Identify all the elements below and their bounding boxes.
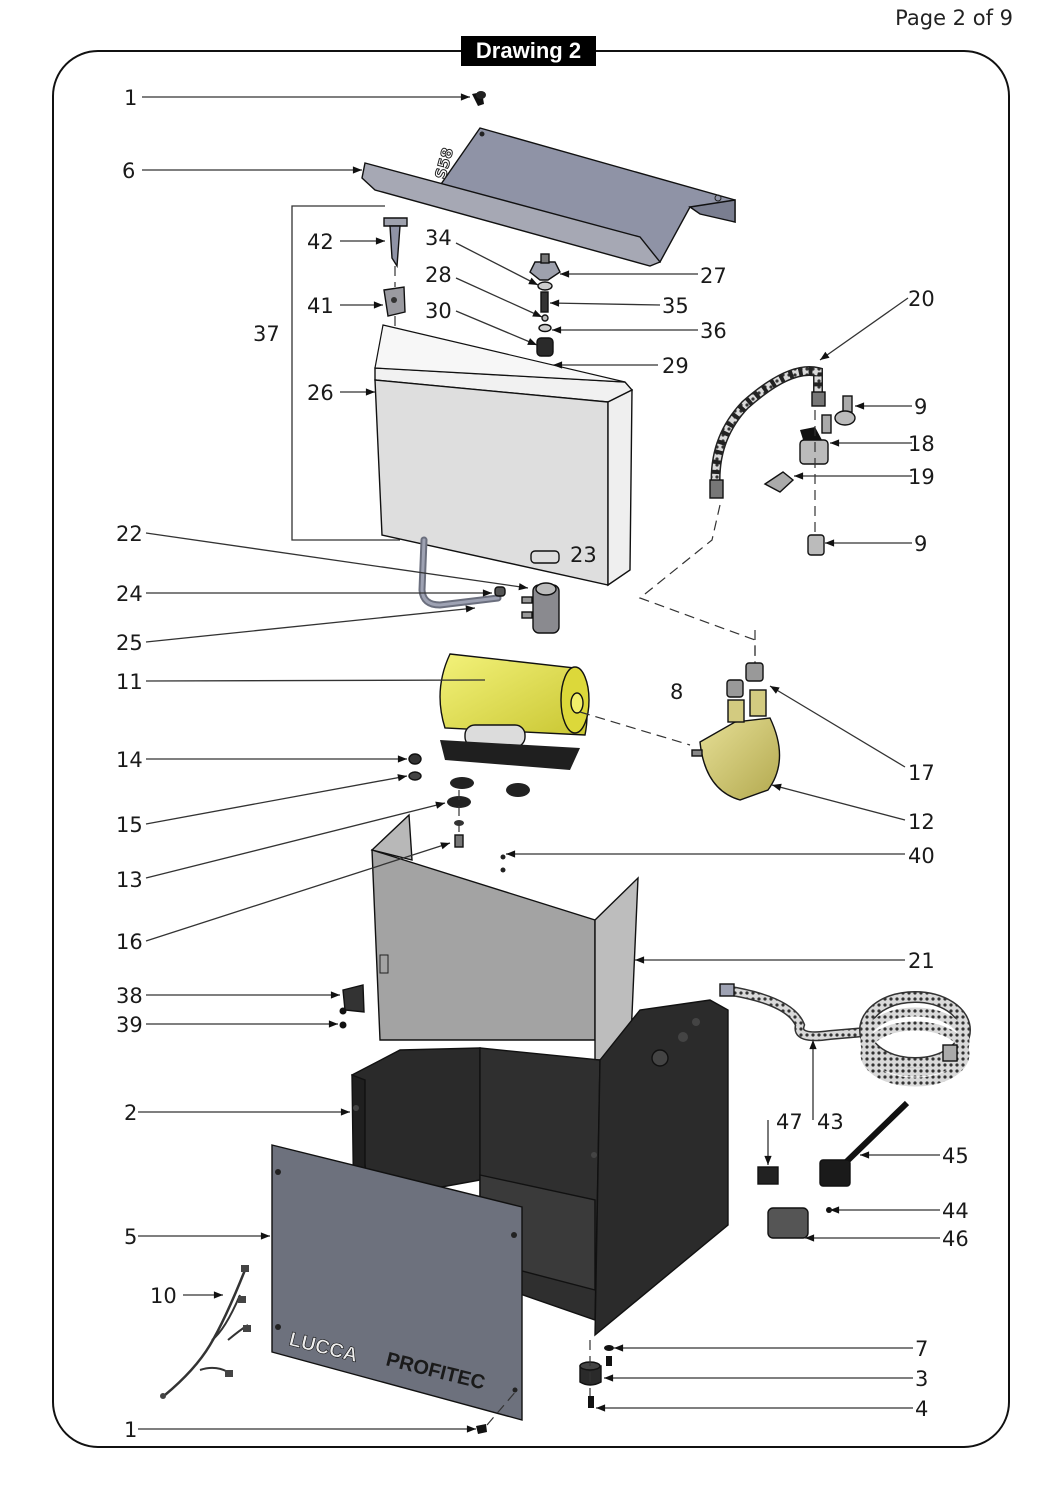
page-number: Page 2 of 9: [895, 6, 1013, 30]
callout-28: 28: [425, 263, 452, 287]
callout-12: 12: [908, 810, 935, 834]
callout-labels: 1 6 42 34 27 28 35 41 30 36 37 29 20 26 …: [116, 86, 969, 1442]
callout-30: 30: [425, 299, 452, 323]
clip-block-part-41: [383, 286, 406, 317]
callout-37: 37: [253, 322, 280, 346]
callout-6: 6: [122, 159, 135, 183]
callout-41: 41: [307, 294, 334, 318]
leader-lines: [138, 93, 940, 1433]
foot-hardware: [579, 1345, 614, 1408]
callout-2: 2: [124, 1101, 137, 1125]
callout-17: 17: [908, 761, 935, 785]
callout-4: 4: [915, 1397, 928, 1421]
callout-3: 3: [915, 1367, 928, 1391]
braided-hose-part-20: [709, 366, 826, 499]
callout-9-top: 9: [914, 395, 927, 419]
valve-stack: [529, 253, 561, 373]
callout-22: 22: [116, 522, 143, 546]
callout-36: 36: [700, 319, 727, 343]
callout-18: 18: [908, 432, 935, 456]
top-cover-part-6: S58: [361, 127, 736, 267]
valve-fittings-9-18-19: [763, 395, 856, 556]
callout-20: 20: [908, 287, 935, 311]
callout-21: 21: [908, 949, 935, 973]
callout-16: 16: [116, 930, 143, 954]
motor-mount-hardware: [408, 753, 471, 848]
callout-39: 39: [116, 1013, 143, 1037]
callout-14: 14: [116, 748, 143, 772]
callout-24: 24: [116, 582, 143, 606]
callout-35: 35: [662, 294, 689, 318]
callout-15: 15: [116, 813, 143, 837]
callout-1-bottom: 1: [124, 1418, 137, 1442]
callout-1-top: 1: [124, 86, 137, 110]
power-switch-part-47: [757, 1166, 779, 1185]
callout-8: 8: [670, 680, 683, 704]
callout-23: 23: [570, 543, 597, 567]
tank-outlet-fittings: [418, 536, 560, 634]
callout-7: 7: [915, 1337, 928, 1361]
callout-45: 45: [942, 1144, 969, 1168]
callout-40: 40: [908, 844, 935, 868]
water-hose-part-43: [719, 983, 971, 1087]
callout-5: 5: [124, 1225, 137, 1249]
callout-27: 27: [700, 264, 727, 288]
callout-42: 42: [307, 230, 334, 254]
water-tank-part-26: [374, 324, 634, 587]
screw-part-1-top: [472, 91, 486, 106]
float-clip-part-42: [383, 217, 408, 269]
pump-motor-part-11: [439, 653, 590, 797]
callout-11: 11: [116, 670, 143, 694]
callout-47: 47: [776, 1110, 803, 1134]
callout-9-bottom: 9: [914, 532, 927, 556]
callout-26: 26: [307, 381, 334, 405]
callout-43: 43: [817, 1110, 844, 1134]
callout-13: 13: [116, 868, 143, 892]
callout-44: 44: [942, 1199, 969, 1223]
drawing-title: Drawing 2: [461, 36, 596, 66]
pump-head-part-12: [691, 689, 781, 801]
screws-part-40: [500, 854, 506, 873]
front-panel-part-5: LUCCA PROFITEC: [271, 1144, 523, 1421]
callout-10: 10: [150, 1284, 177, 1308]
plug-fittings-part-17: [726, 662, 764, 698]
callout-46: 46: [942, 1227, 969, 1251]
nut-part-23: [530, 550, 560, 564]
screws-part-39: [339, 1007, 347, 1029]
assembly-bracket-37: [291, 205, 400, 541]
power-socket-part-46: [767, 1207, 809, 1239]
screw-part-1-bottom: [476, 1424, 487, 1434]
terminal-block-part-38: [342, 984, 365, 1013]
callout-38: 38: [116, 984, 143, 1008]
callout-29: 29: [662, 354, 689, 378]
power-cord-part-45: [819, 1100, 910, 1187]
wiring-harness-part-10: [160, 1265, 251, 1399]
callout-25: 25: [116, 631, 143, 655]
callout-34: 34: [425, 226, 452, 250]
callout-19: 19: [908, 465, 935, 489]
